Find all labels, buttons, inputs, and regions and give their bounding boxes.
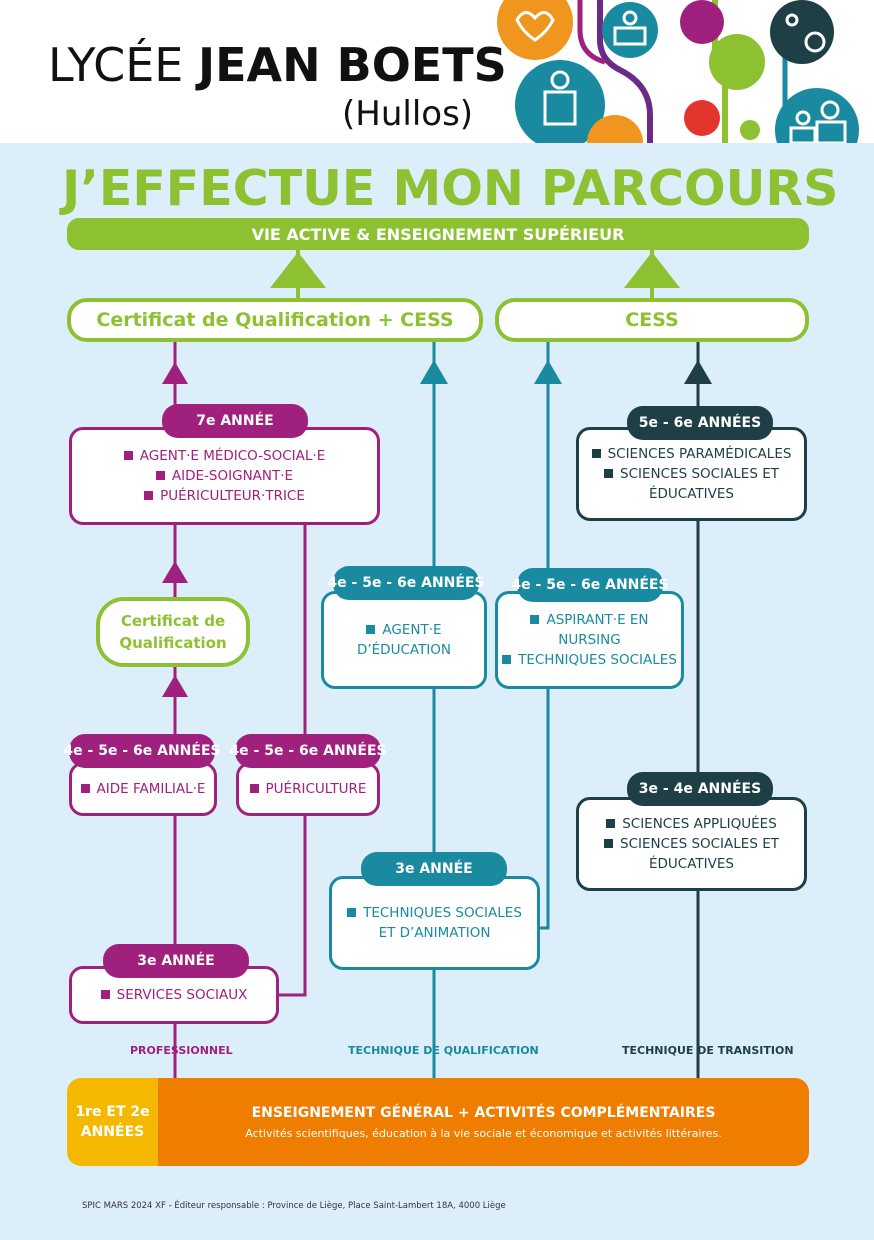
label-technique-qualification: TECHNIQUE DE QUALIFICATION [348,1044,539,1057]
label-professionnel: PROFESSIONNEL [130,1044,233,1057]
pro-year7-pill: 7e ANNÉE [162,404,308,438]
top-outcome-bar: VIE ACTIVE & ENSEIGNEMENT SUPÉRIEUR [67,218,809,250]
main-title: J’EFFECTUE MON PARCOURS [62,160,839,217]
general-education-subtext: Activités scientifiques, éducation à la … [245,1126,722,1140]
school-title-light: LYCÉE [48,38,198,92]
pro-years456-box: AIDE FAMILIAL·E [69,762,217,816]
years-1-2-block: 1re ET 2e ANNÉES [67,1078,158,1166]
wheelchair-icon [770,0,834,64]
list-item: TECHNIQUES SOCIALES [502,650,677,670]
list-item: AIDE-SOIGNANT·E [155,466,293,486]
list-item: AGENT·E [366,620,442,640]
tt-years34-pill: 3e - 4e ANNÉES [627,772,773,806]
common-core-bar: 1re ET 2e ANNÉES ENSEIGNEMENT GÉNÉRAL + A… [67,1078,809,1166]
tt-years56-pill: 5e - 6e ANNÉES [627,406,773,440]
tq-years456a-box: AGENT·E D’ÉDUCATION [321,591,487,689]
list-item: ET D’ANIMATION [378,925,491,941]
list-item: ÉDUCATIVES [649,856,734,872]
years-1-2-line1: 1re ET 2e [75,1104,150,1120]
header-illustration [497,0,859,143]
years-1-2-line2: ANNÉES [80,1124,145,1140]
tq-year3-pill: 3e ANNÉE [361,852,507,886]
tt-years34-box: SCIENCES APPLIQUÉES SCIENCES SOCIALES ET… [576,797,807,891]
cess-box: CESS [495,298,809,342]
list-item: TECHNIQUES SOCIALES [347,903,522,923]
tq-years456b-box: ASPIRANT·E EN NURSING TECHNIQUES SOCIALE… [495,591,684,689]
label-technique-transition: TECHNIQUE DE TRANSITION [622,1044,794,1057]
list-item: NURSING [558,632,621,648]
list-item: SCIENCES SOCIALES ET [604,464,779,484]
list-item: SCIENCES SOCIALES ET [604,834,779,854]
general-education-block: ENSEIGNEMENT GÉNÉRAL + ACTIVITÉS COMPLÉM… [158,1078,809,1166]
list-item: AGENT·E MÉDICO-SOCIAL·E [123,446,325,466]
footer-credit: SPIC MARS 2024 XF - Éditeur responsable … [82,1201,506,1211]
hands-heart-icon [497,0,573,60]
list-item: PUÉRICULTEUR·TRICE [144,486,305,506]
list-item: ASPIRANT·E EN [530,610,649,630]
tq-year3-box: TECHNIQUES SOCIALES ET D’ANIMATION [329,876,540,970]
pro-year3-pill: 3e ANNÉE [103,944,249,978]
person-desk-icon [602,2,658,58]
tq-years456a-pill: 4e - 5e - 6e ANNÉES [327,566,485,600]
pro-year7-box: AGENT·E MÉDICO-SOCIAL·E AIDE-SOIGNANT·E … [69,427,380,525]
list-item: AIDE FAMILIAL·E [80,779,205,799]
person-document-icon [515,60,605,143]
tt-years56-box: SCIENCES PARAMÉDICALES SCIENCES SOCIALES… [576,427,807,521]
cert-cess-box: Certificat de Qualification + CESS [67,298,483,342]
general-education-heading: ENSEIGNEMENT GÉNÉRAL + ACTIVITÉS COMPLÉM… [251,1104,716,1121]
school-title: LYCÉE JEAN BOETS [48,38,507,92]
list-item: PUÉRICULTURE [249,779,366,799]
school-title-bold: JEAN BOETS [197,38,507,92]
list-item: SCIENCES APPLIQUÉES [606,814,777,834]
pro-years456b-pill: 4e - 5e - 6e ANNÉES [229,734,387,768]
tq-years456b-pill: 4e - 5e - 6e ANNÉES [511,568,669,602]
pro-years456b-box: PUÉRICULTURE [236,762,380,816]
school-location: (Hullos) [342,94,474,134]
list-item: D’ÉDUCATION [356,642,452,658]
pro-years456-pill: 4e - 5e - 6e ANNÉES [63,734,221,768]
list-item: ÉDUCATIVES [649,486,734,502]
list-item: SCIENCES PARAMÉDICALES [591,444,791,464]
list-item: SERVICES SOCIAUX [100,985,247,1005]
